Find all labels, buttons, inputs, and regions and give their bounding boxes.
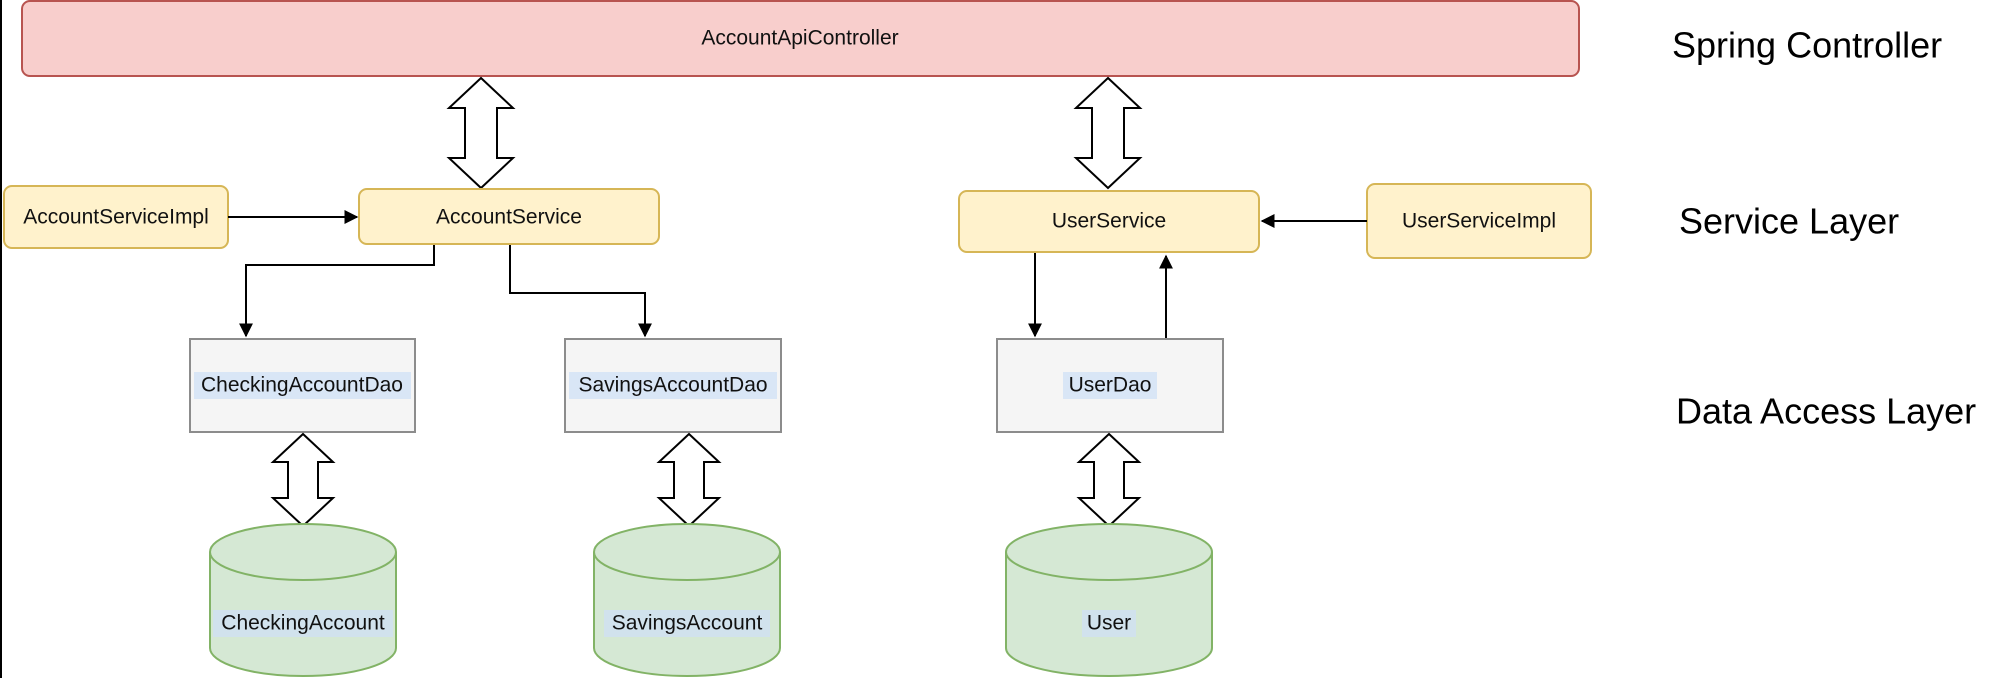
user-database[interactable]: User <box>1005 523 1213 677</box>
controller-node[interactable]: AccountApiController <box>21 0 1580 77</box>
layer-label-service: Service Layer <box>1679 201 1899 242</box>
user-db-label: User <box>1087 612 1131 635</box>
layer-label-controller: Spring Controller <box>1672 25 1942 66</box>
user-dao-node[interactable]: UserDao <box>996 338 1224 433</box>
savings-account-dao-node[interactable]: SavingsAccountDao <box>564 338 782 433</box>
savings-account-db-label: SavingsAccount <box>612 612 763 635</box>
user-service-label: UserService <box>1052 210 1166 233</box>
account-service-impl-label: AccountServiceImpl <box>23 206 209 229</box>
checking-dao-db-double-arrow <box>270 432 336 528</box>
account-service-to-savings-dao-arrow <box>509 245 652 338</box>
user-service-node[interactable]: UserService <box>958 190 1260 253</box>
layer-label-data-access: Data Access Layer <box>1676 391 1976 432</box>
account-service-impl-node[interactable]: AccountServiceImpl <box>3 185 229 249</box>
user-dao-label: UserDao <box>1069 374 1152 397</box>
savings-dao-db-double-arrow <box>656 432 722 528</box>
controller-user-service-double-arrow <box>1073 76 1143 190</box>
controller-account-service-double-arrow <box>446 76 516 190</box>
checking-account-dao-label: CheckingAccountDao <box>201 374 403 397</box>
account-service-to-checking-dao-arrow <box>239 245 435 338</box>
checking-account-db-label: CheckingAccount <box>221 612 385 635</box>
checking-account-dao-node[interactable]: CheckingAccountDao <box>189 338 416 433</box>
controller-label: AccountApiController <box>701 27 898 50</box>
user-dao-db-double-arrow <box>1076 432 1142 528</box>
user-service-impl-node[interactable]: UserServiceImpl <box>1366 183 1592 259</box>
savings-account-dao-label: SavingsAccountDao <box>578 374 767 397</box>
savings-account-database[interactable]: SavingsAccount <box>593 523 781 677</box>
account-service-node[interactable]: AccountService <box>358 188 660 245</box>
checking-account-database[interactable]: CheckingAccount <box>209 523 397 677</box>
user-service-impl-label: UserServiceImpl <box>1402 210 1556 233</box>
account-service-label: AccountService <box>436 206 582 229</box>
